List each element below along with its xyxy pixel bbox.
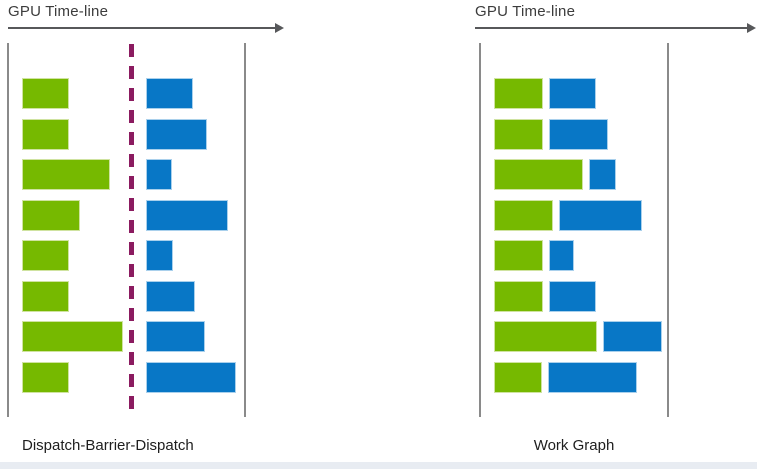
second-dispatch-bar [145,159,172,190]
second-dispatch-bar [145,361,236,393]
second-dispatch-bar [588,159,616,190]
timeline-arrow [8,22,284,34]
timeline-start-line [7,43,9,417]
first-dispatch-bar [22,240,69,271]
first-dispatch-bar [494,361,542,393]
panel-work-graph: GPU Time-line Work Graph [467,0,757,469]
timeline-arrowhead-icon [275,23,284,33]
second-dispatch-bar [145,280,195,312]
second-dispatch-bar [548,280,596,312]
second-dispatch-bar [558,199,642,231]
second-dispatch-bar [547,361,637,393]
first-dispatch-bar [494,321,597,352]
timeline-arrowhead-icon [747,23,756,33]
second-dispatch-bar [145,321,205,352]
first-dispatch-bar [22,159,110,190]
second-dispatch-bar [548,78,596,109]
second-dispatch-bar [602,321,662,352]
second-dispatch-bar [145,199,228,231]
second-dispatch-bar [145,118,207,150]
second-dispatch-bar [548,240,574,271]
dispatch-bars [467,0,757,469]
first-dispatch-bar [22,321,123,352]
timeline-chart [467,0,757,469]
timeline-arrow-shaft [8,27,279,29]
panel-caption: Work Graph [533,437,615,454]
second-dispatch-bar [145,240,173,271]
timeline-arrow-shaft [475,27,751,29]
first-dispatch-bar [494,78,543,109]
first-dispatch-bar [494,240,543,271]
barrier-dashed-line [129,44,134,418]
second-dispatch-bar [548,118,608,150]
first-dispatch-bar [494,199,553,231]
first-dispatch-bar [494,280,543,312]
timeline-title: GPU Time-line [8,3,109,20]
timeline-arrow [475,22,756,34]
bottom-strip [0,462,757,469]
second-dispatch-bar [145,78,193,109]
timeline-start-line [479,43,481,417]
panel-dispatch-barrier-dispatch: GPU Time-line Dispatch-Barrier-Dispatch [7,3,284,454]
timeline-end-line [244,43,246,417]
first-dispatch-bar [22,280,69,312]
timeline-chart [7,43,246,418]
first-dispatch-bar [22,78,69,109]
first-dispatch-bar [494,118,543,150]
timeline-end-line [667,43,669,417]
first-dispatch-bar [494,159,583,190]
first-dispatch-bar [22,361,69,393]
dispatch-bars [22,78,236,393]
panel-caption: Dispatch-Barrier-Dispatch [22,437,194,454]
first-dispatch-bar [22,199,80,231]
first-dispatch-bar [22,118,69,150]
timeline-title: GPU Time-line [475,3,576,20]
